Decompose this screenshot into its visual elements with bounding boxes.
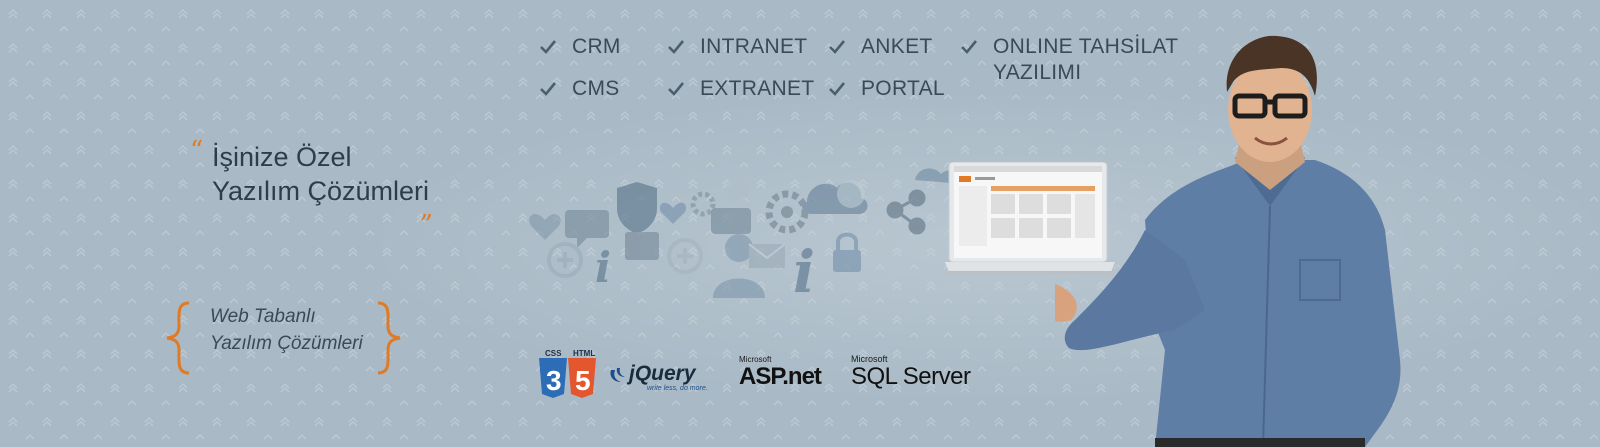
feature-label: ONLINE TAHSİLAT [993,35,1179,58]
microsoft-label: Microsoft [739,355,772,364]
lock-icon [833,232,861,272]
icon-cloud: i i [529,168,964,306]
headline: “ İşinize Özel Yazılım Çözümleri „ [190,136,433,224]
plus-icon [547,242,583,278]
feature-label: EXTRANET [700,77,815,100]
feature-label: ANKET [861,35,933,58]
feature-item: ANKET [827,34,945,60]
check-icon [829,40,846,54]
web-solutions-line-2: Yazılım Çözümleri [210,333,363,354]
headline-line-2: Yazılım Çözümleri [212,176,430,206]
feature-column-3: ANKET PORTAL [827,34,945,102]
feature-label: INTRANET [700,35,808,58]
feature-label-continued: YAZILIMI [993,61,1082,84]
svg-text:i: i [793,238,815,306]
microsoft-label: Microsoft [851,354,888,364]
shield-icon [617,182,657,234]
check-icon [829,82,846,96]
css3-html5-logo: CSS HTML 3 5 [539,350,596,398]
aspnet-logo: Microsoft ASP.net [739,355,823,390]
cloud-icon [802,182,868,214]
feature-item: EXTRANET [666,76,814,102]
feature-item: INTRANET [666,34,814,60]
feature-label: CRM [572,35,621,58]
feature-item: ONLINE TAHSİLAT YAZILIMI [959,34,1178,86]
info-icon: i [595,243,611,292]
check-icon [668,40,685,54]
check-icon [961,40,978,54]
feature-column-2: INTRANET EXTRANET [666,34,814,102]
calendar-icon [625,232,659,260]
feature-label: PORTAL [861,77,945,100]
css3-digit: 3 [546,365,562,396]
check-icon [540,40,557,54]
heart-icon [529,213,561,240]
laptop-illustration [945,162,1115,275]
chat-icon [565,210,609,238]
web-solutions-text: Web Tabanlı Yazılım Çözümleri [210,303,363,357]
web-solutions-line-1: Web Tabanlı [210,306,316,327]
jquery-logo: jQuery write less, do more. [610,362,708,392]
tech-logos: CSS HTML 3 5 jQuery write less, do more.… [537,350,1007,402]
left-brace-icon [166,301,190,375]
sql-server-logo: Microsoft SQL Server [851,354,971,390]
feature-item: CMS [538,76,621,102]
right-brace-icon [377,301,401,375]
feature-item: PORTAL [827,76,945,102]
jquery-text: jQuery [626,362,697,385]
user-icon [713,234,765,298]
feature-item: CRM [538,34,621,60]
headline-line-1: İşinize Özel [212,142,352,172]
open-quote-icon: “ [190,136,204,166]
gear-icon [690,191,716,217]
sql-server-text: SQL Server [851,363,971,390]
feature-label: CMS [572,77,620,100]
share-icon [886,189,926,235]
aspnet-text: ASP.net [739,363,822,390]
jquery-tagline: write less, do more. [647,385,708,392]
html-label: HTML [573,350,595,358]
person-illustration [1055,35,1401,447]
feature-column-1: CRM CMS [538,34,621,102]
close-quote-icon: „ [420,194,434,224]
check-icon [540,82,557,96]
feature-label-group: ONLINE TAHSİLAT YAZILIMI [993,34,1178,86]
check-icon [668,82,685,96]
feature-column-4: ONLINE TAHSİLAT YAZILIMI [959,34,1178,86]
css-label: CSS [545,350,562,358]
html5-digit: 5 [575,365,591,396]
glasses-icon [1232,93,1308,119]
